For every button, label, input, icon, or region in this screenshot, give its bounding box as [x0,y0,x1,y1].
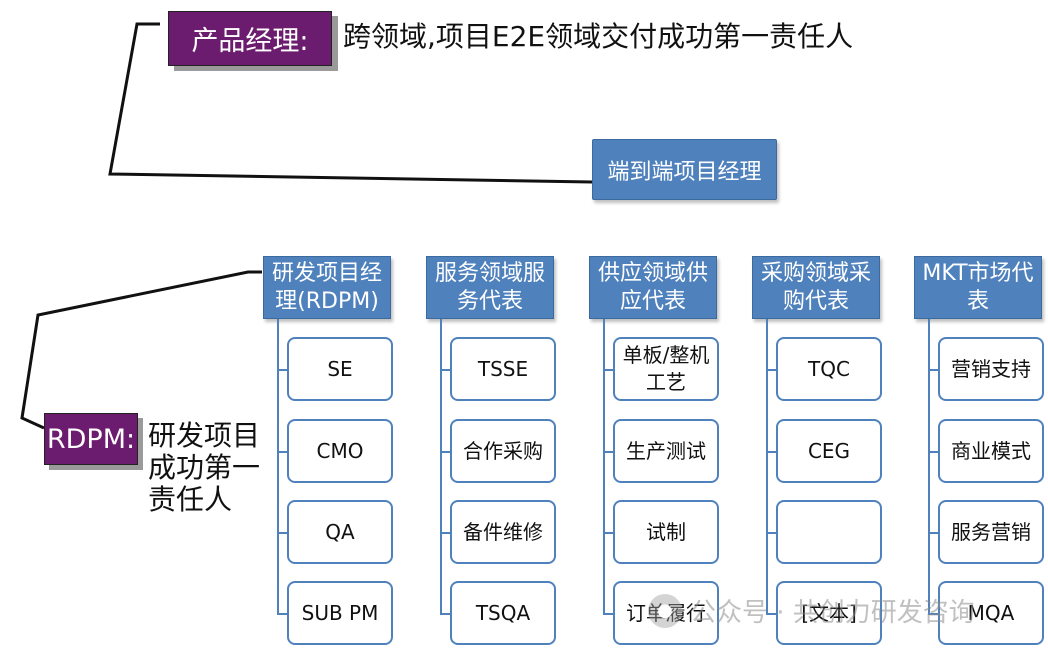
child-box: SE [287,337,393,401]
child-box: 合作采购 [450,419,556,483]
tree-connector [928,613,938,615]
tree-connector [440,369,450,371]
tree-connector [603,319,605,614]
tree-connector [766,369,776,371]
tree-connector [603,613,613,615]
tree-connector [277,451,287,453]
tree-connector [277,319,279,614]
child-box: 服务营销 [938,500,1044,564]
tree-connector [277,613,287,615]
org-column-rdpm: 研发项目经理(RDPM) SE CMO QA SUB PM [263,256,393,651]
child-box: QA [287,500,393,564]
product-manager-label: 产品经理: [168,11,332,66]
child-box: 生产测试 [613,419,719,483]
child-box: 订单履行 [613,581,719,645]
column-header: 服务领域服务代表 [426,256,554,319]
child-box [776,500,882,564]
tree-connector [928,532,938,534]
org-column-mkt: MKT市场代表 营销支持 商业模式 服务营销 MQA [914,256,1044,651]
child-box: TSSE [450,337,556,401]
child-box: 备件维修 [450,500,556,564]
tree-connector [928,451,938,453]
tree-connector [440,613,450,615]
rdpm-label: RDPM: [44,413,138,465]
column-header: 供应领域供应代表 [589,256,717,319]
child-box: SUB PM [287,581,393,645]
tree-connector [440,451,450,453]
column-header: MKT市场代表 [914,256,1042,319]
pm-to-e2e-connector [108,22,593,184]
tree-connector [766,451,776,453]
e2e-project-manager-box: 端到端项目经理 [592,139,777,200]
rdpm-to-col1-connector [20,270,262,430]
tree-connector [277,532,287,534]
org-column-supply: 供应领域供应代表 单板/整机工艺 生产测试 试制 订单履行 [589,256,719,651]
child-box: CEG [776,419,882,483]
tree-connector [603,532,613,534]
org-column-procurement: 采购领域采购代表 TQC CEG [文本] [752,256,882,651]
tree-connector [766,319,768,614]
tree-connector [928,369,938,371]
tree-connector [440,319,442,614]
tree-connector [440,532,450,534]
tree-connector [603,451,613,453]
child-box: TSQA [450,581,556,645]
tree-connector [766,532,776,534]
tree-connector [277,369,287,371]
child-box: [文本] [776,581,882,645]
child-box: 单板/整机工艺 [613,337,719,401]
watermark-text: 公众号 · 共创力研发咨询 [690,598,975,628]
rdpm-description: 研发项目成功第一责任人 [148,419,261,516]
column-header: 研发项目经理(RDPM) [263,256,391,319]
child-box: CMO [287,419,393,483]
watermark: ● 公众号 · 共创力研发咨询 [648,592,975,629]
column-header: 采购领域采购代表 [752,256,880,319]
product-manager-description: 跨领域,项目E2E领域交付成功第一责任人 [343,20,854,53]
org-column-service: 服务领域服务代表 TSSE 合作采购 备件维修 TSQA [426,256,556,651]
child-box: TQC [776,337,882,401]
child-box: 商业模式 [938,419,1044,483]
tree-connector [928,319,930,614]
tree-connector [603,369,613,371]
tree-connector [766,613,776,615]
child-box: 营销支持 [938,337,1044,401]
child-box: 试制 [613,500,719,564]
child-box: MQA [938,581,1044,645]
wechat-icon: ● [648,593,682,628]
